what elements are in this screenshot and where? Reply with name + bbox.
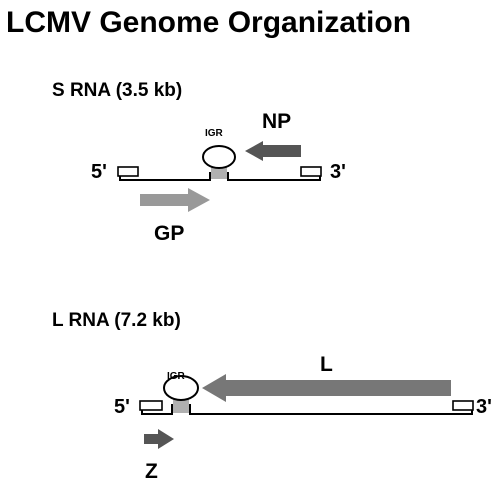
s-rna-segment: S RNA (3.5 kb) 5' 3' IGR NP GP <box>52 80 346 245</box>
l-five-prime-label: 5' <box>114 396 130 418</box>
diagram-title: LCMV Genome Organization <box>6 6 411 39</box>
l-igr-label: IGR <box>167 371 186 382</box>
gp-arrow <box>140 188 210 212</box>
s-rna-right-strand <box>227 172 321 181</box>
z-label: Z <box>145 460 158 480</box>
l-gene-label: L <box>320 353 333 376</box>
s-igr-loop <box>202 145 236 169</box>
s-rna-label: S RNA (3.5 kb) <box>52 80 182 101</box>
s-five-prime-label: 5' <box>91 161 107 183</box>
s-three-prime-label: 3' <box>330 161 346 183</box>
s-igr-stem <box>211 166 227 179</box>
l-rna-segment: L RNA (7.2 kb) 5' 3' IGR L Z <box>52 310 492 480</box>
l-rna-label: L RNA (7.2 kb) <box>52 310 181 331</box>
l-igr-loop <box>163 375 199 401</box>
s-three-prime-box <box>300 166 322 177</box>
np-arrow <box>245 141 301 161</box>
l-three-prime-box <box>452 400 474 411</box>
l-igr-stem <box>173 398 189 413</box>
s-igr-label: IGR <box>205 128 224 139</box>
s-five-prime-box <box>117 166 139 177</box>
s-rna-left-strand <box>119 172 211 181</box>
np-label: NP <box>262 110 291 133</box>
l-three-prime-label: 3' <box>476 396 492 418</box>
l-rna-right-strand <box>189 404 473 415</box>
gp-label: GP <box>154 222 184 245</box>
l-five-prime-box <box>139 400 163 411</box>
z-arrow <box>144 429 174 449</box>
l-rna-left-strand <box>141 404 173 415</box>
l-arrow <box>202 374 451 402</box>
